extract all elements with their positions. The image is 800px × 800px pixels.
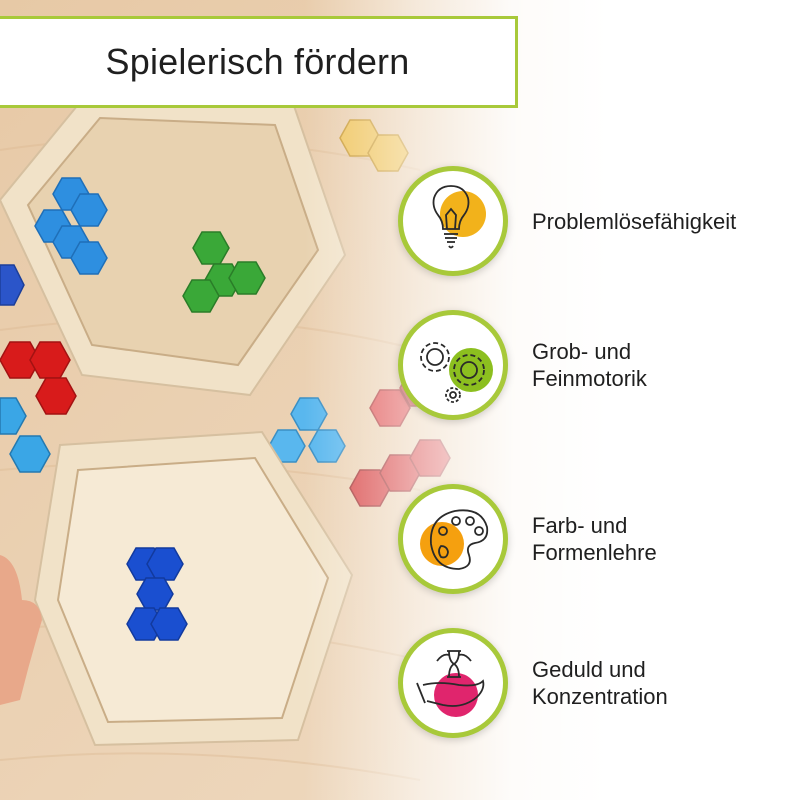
feature-label: Problemlösefähigkeit xyxy=(532,166,736,276)
palette-icon xyxy=(420,509,489,570)
feature-label-line1: Farb- und xyxy=(532,513,628,538)
feature-label-line2: Konzentration xyxy=(532,684,668,709)
lightbulb-icon xyxy=(432,185,486,249)
feature-color-shape: Farb- und Formenlehre xyxy=(398,484,798,604)
feature-label: Grob- und Feinmotorik xyxy=(532,310,647,420)
feature-motor-skills: Grob- und Feinmotorik xyxy=(398,310,798,430)
feature-patience-focus: Geduld und Konzentration xyxy=(398,628,798,748)
feature-label-line1: Geduld und xyxy=(532,657,646,682)
gears-icon xyxy=(420,342,493,403)
page-title: Spielerisch fördern xyxy=(105,41,410,82)
feature-icon-circle xyxy=(398,310,508,420)
feature-label-line1: Grob- und xyxy=(532,339,632,364)
feature-label: Geduld und Konzentration xyxy=(532,628,668,738)
feature-icon-circle xyxy=(398,628,508,738)
feature-icon-circle xyxy=(398,484,508,594)
feature-label-line2: Feinmotorik xyxy=(532,366,647,391)
feature-icon-circle xyxy=(398,166,508,276)
feature-label-line1: Problemlösefähigkeit xyxy=(532,208,737,234)
title-banner: Spielerisch fördern xyxy=(0,16,518,108)
feature-label: Farb- und Formenlehre xyxy=(532,484,657,594)
hourglass-hand-icon xyxy=(416,650,485,717)
feature-problem-solving: Problemlösefähigkeit xyxy=(398,166,798,286)
feature-label-line2: Formenlehre xyxy=(532,540,657,565)
